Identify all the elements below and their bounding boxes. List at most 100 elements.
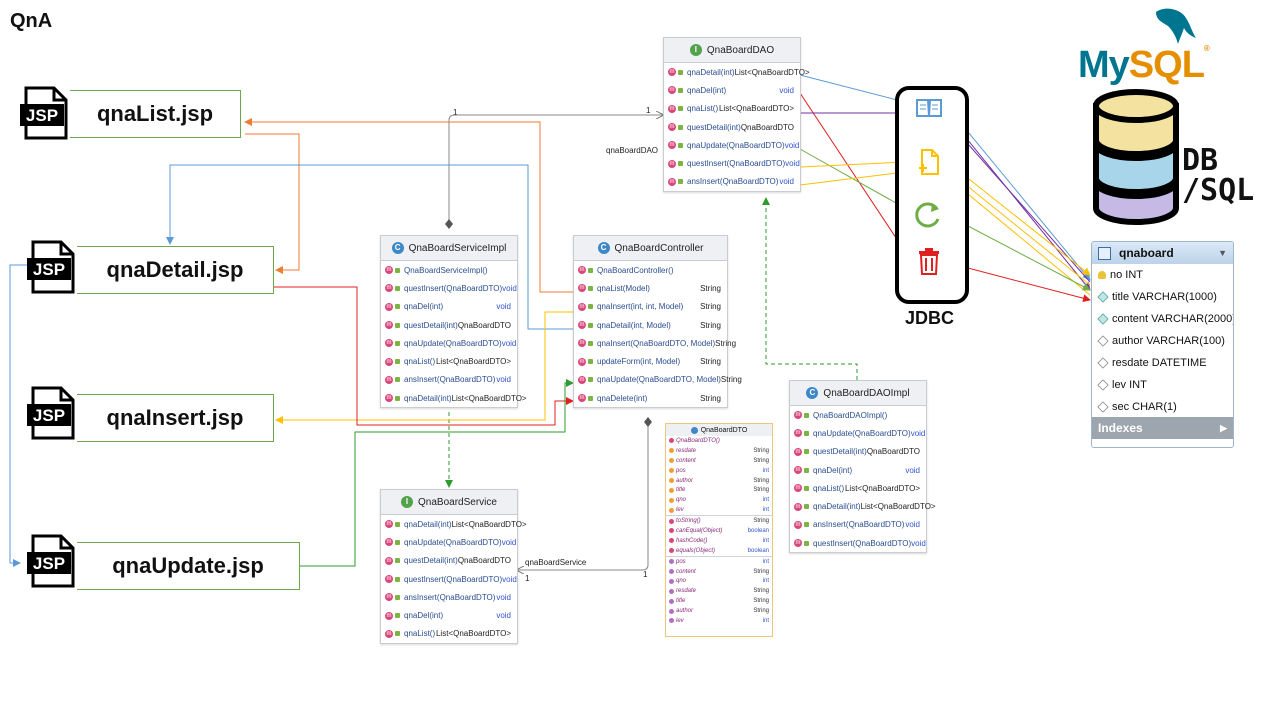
table-column-row[interactable]: resdate DATETIME — [1092, 352, 1233, 374]
table-column-row[interactable]: lev INT — [1092, 374, 1233, 396]
method-icon: m — [385, 556, 393, 565]
member-name: hashCode() — [676, 537, 708, 544]
public-icon — [588, 267, 593, 273]
member-row[interactable]: equals(Object)boolean — [666, 546, 772, 556]
public-icon — [678, 106, 683, 112]
chevron-right-icon[interactable]: ▶ — [1220, 422, 1227, 433]
table-indexes[interactable]: Indexes ▶ — [1092, 417, 1233, 439]
member-row[interactable]: toString()String — [666, 515, 772, 526]
table-column-row[interactable]: author VARCHAR(100) — [1092, 330, 1233, 352]
table-column-row[interactable]: no INT — [1092, 264, 1233, 286]
table-header[interactable]: qnaboard ▼ — [1092, 242, 1233, 264]
member-icon — [669, 448, 674, 454]
member-icon — [669, 518, 674, 524]
jsp-page-qnainsert[interactable]: qnaInsert.jsp — [77, 394, 274, 442]
member-row[interactable]: hashCode()int — [666, 536, 772, 546]
member-row[interactable]: canEqual(Object)boolean — [666, 526, 772, 536]
chevron-down-icon[interactable]: ▼ — [1218, 248, 1227, 258]
table-column-row[interactable]: title VARCHAR(1000) — [1092, 286, 1233, 308]
jsp-page-qnaupdate[interactable]: qnaUpdate.jsp — [77, 542, 300, 590]
multiplicity-label: 1 — [453, 108, 458, 117]
svg-text:JSP: JSP — [26, 106, 58, 125]
jsp-page-qnalist[interactable]: qnaList.jsp — [70, 90, 241, 138]
public-icon — [804, 430, 809, 436]
method-name: qnaList() — [813, 483, 845, 493]
class-header[interactable]: QnaBoardDTO — [666, 424, 772, 436]
member-name: lev — [676, 617, 684, 624]
table-column-row[interactable]: sec CHAR(1) — [1092, 396, 1233, 418]
jsp-page-qnadetail[interactable]: qnaDetail.jsp — [77, 246, 274, 294]
jsp-file-icon: JSP — [27, 386, 79, 440]
constructor-row[interactable]: QnaBoardDTO() — [666, 436, 772, 446]
public-icon — [395, 304, 400, 310]
member-type: int — [762, 578, 769, 585]
table-column-row[interactable]: content VARCHAR(2000) — [1092, 308, 1233, 330]
read-icon — [915, 96, 943, 123]
